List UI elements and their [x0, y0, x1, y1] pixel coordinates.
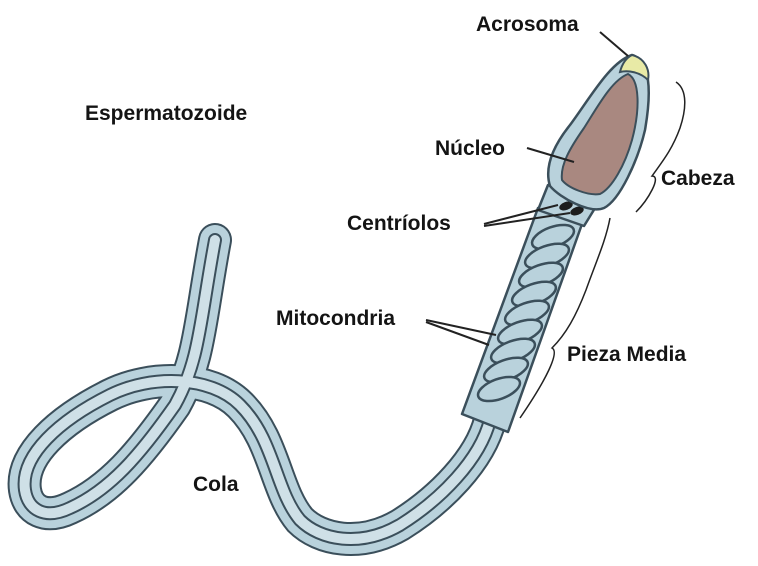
label-acrosoma: Acrosoma: [476, 13, 579, 36]
tail: [25, 240, 490, 539]
label-mitocondria: Mitocondria: [276, 307, 395, 330]
label-nucleo: Núcleo: [435, 137, 505, 160]
pointer-mitocondria-2: [426, 322, 489, 345]
label-centriolos: Centríolos: [347, 212, 451, 235]
label-cola: Cola: [193, 473, 239, 496]
head: [548, 55, 649, 209]
midpiece: [462, 208, 582, 432]
label-cabeza: Cabeza: [661, 167, 735, 190]
pointer-acrosoma: [600, 32, 628, 56]
label-pieza-media: Pieza Media: [567, 343, 686, 366]
pointer-mitocondria-1: [426, 320, 496, 335]
diagram-title: Espermatozoide: [85, 102, 247, 125]
